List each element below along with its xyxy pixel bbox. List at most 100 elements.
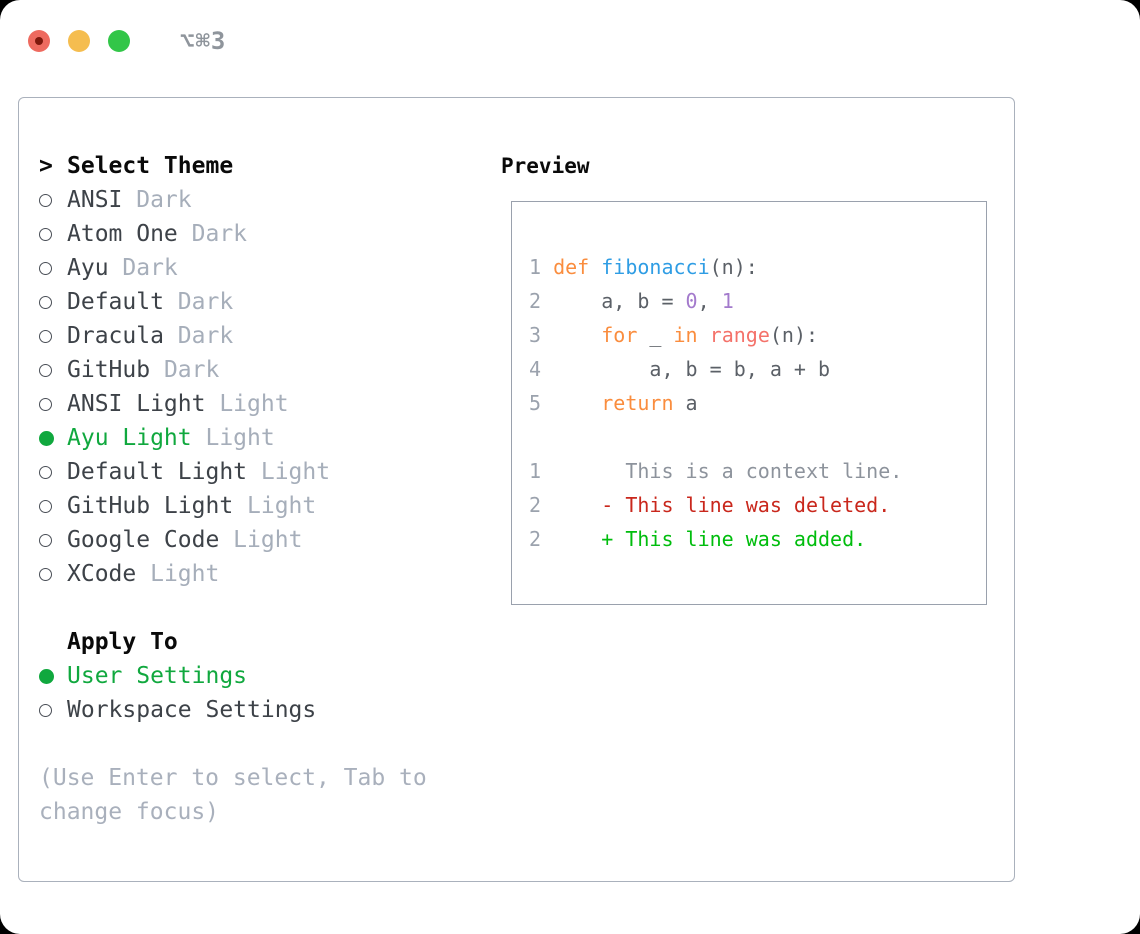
code-token: a, b = b, a + b bbox=[541, 357, 831, 381]
apply-to-header: Apply To bbox=[39, 625, 459, 659]
code-token: a, b = bbox=[541, 289, 686, 313]
theme-variant-tag: Dark bbox=[163, 323, 234, 349]
radio-indicator bbox=[39, 668, 67, 684]
theme-option[interactable]: Default Light Light bbox=[39, 455, 459, 489]
theme-name: XCode bbox=[67, 561, 137, 587]
radio-indicator bbox=[39, 329, 67, 343]
apply-to-label: User Settings bbox=[67, 663, 248, 689]
line-number: 2 bbox=[529, 527, 542, 551]
theme-option[interactable]: Dracula Dark bbox=[39, 319, 459, 353]
radio-indicator bbox=[39, 430, 67, 446]
radio-selected-icon bbox=[39, 668, 54, 684]
radio-indicator bbox=[39, 227, 67, 241]
theme-name: GitHub Light bbox=[67, 493, 234, 519]
theme-option[interactable]: Default Dark bbox=[39, 285, 459, 319]
theme-variant-tag: Light bbox=[136, 561, 220, 587]
diff-text: This is a context line. bbox=[541, 459, 903, 483]
radio-unselected-icon bbox=[39, 329, 52, 343]
theme-option[interactable]: Ayu Light Light bbox=[39, 421, 459, 455]
theme-variant-tag: Light bbox=[247, 459, 331, 485]
code-line: 5 return a bbox=[529, 386, 986, 420]
apply-to-option[interactable]: User Settings bbox=[39, 659, 459, 693]
line-number: 2 bbox=[529, 493, 542, 517]
code-token bbox=[541, 391, 601, 415]
code-token bbox=[698, 323, 710, 347]
code-token bbox=[541, 255, 553, 279]
minimize-button[interactable] bbox=[68, 30, 90, 52]
blank-line bbox=[529, 420, 986, 454]
code-token: 1 bbox=[721, 289, 734, 313]
close-dot-icon bbox=[35, 37, 43, 45]
theme-option[interactable]: Ayu Dark bbox=[39, 251, 459, 285]
code-token: def bbox=[553, 255, 590, 279]
theme-option[interactable]: ANSI Dark bbox=[39, 183, 459, 217]
right-column: Preview 1 def fibonacci(n):2 a, b = 0, 1… bbox=[501, 149, 987, 605]
radio-indicator bbox=[39, 261, 67, 275]
theme-variant-tag: Dark bbox=[163, 289, 234, 315]
select-theme-header: > Select Theme bbox=[39, 149, 459, 183]
apply-to-option[interactable]: Workspace Settings bbox=[39, 693, 459, 727]
code-token: in bbox=[673, 323, 698, 347]
theme-option[interactable]: XCode Light bbox=[39, 557, 459, 591]
code-token: fibonacci bbox=[601, 255, 710, 279]
code-token: 0 bbox=[685, 289, 698, 313]
theme-option[interactable]: GitHub Dark bbox=[39, 353, 459, 387]
radio-indicator bbox=[39, 703, 67, 717]
theme-variant-tag: Light bbox=[233, 493, 317, 519]
theme-variant-tag: Light bbox=[205, 391, 289, 417]
theme-name: ANSI Light bbox=[67, 391, 206, 417]
theme-option[interactable]: Google Code Light bbox=[39, 523, 459, 557]
code-line: 4 a, b = b, a + b bbox=[529, 352, 986, 386]
line-number: 5 bbox=[529, 391, 542, 415]
code-token: return bbox=[601, 391, 674, 415]
select-theme-title: Select Theme bbox=[67, 153, 234, 179]
maximize-button[interactable] bbox=[108, 30, 130, 52]
theme-variant-tag: Dark bbox=[122, 187, 192, 213]
diff-text: - This line was deleted. bbox=[541, 493, 891, 517]
apply-to-label: Workspace Settings bbox=[67, 697, 317, 723]
theme-name: ANSI bbox=[67, 187, 123, 213]
diff-line-ctx: 1 This is a context line. bbox=[529, 454, 986, 488]
theme-option[interactable]: GitHub Light Light bbox=[39, 489, 459, 523]
radio-indicator bbox=[39, 499, 67, 513]
close-button[interactable] bbox=[28, 30, 50, 52]
theme-name: Atom One bbox=[67, 221, 178, 247]
theme-option[interactable]: Atom One Dark bbox=[39, 217, 459, 251]
code-token bbox=[589, 255, 601, 279]
radio-unselected-icon bbox=[39, 567, 52, 581]
theme-variant-tag: Dark bbox=[177, 221, 248, 247]
code-line: 2 a, b = 0, 1 bbox=[529, 284, 986, 318]
line-number: 3 bbox=[529, 323, 542, 347]
radio-unselected-icon bbox=[39, 261, 52, 275]
radio-unselected-icon bbox=[39, 363, 52, 377]
radio-indicator bbox=[39, 533, 67, 547]
radio-unselected-icon bbox=[39, 295, 52, 309]
window-title: ⌥⌘3 bbox=[180, 27, 227, 55]
line-number: 4 bbox=[529, 357, 542, 381]
radio-indicator bbox=[39, 397, 67, 411]
code-token: range bbox=[709, 323, 770, 347]
code-token bbox=[541, 323, 601, 347]
theme-name: Default bbox=[67, 289, 164, 315]
theme-name: Ayu Light bbox=[67, 425, 192, 451]
radio-unselected-icon bbox=[39, 703, 52, 717]
radio-unselected-icon bbox=[39, 397, 52, 411]
line-number: 1 bbox=[529, 459, 542, 483]
radio-indicator bbox=[39, 465, 67, 479]
radio-indicator bbox=[39, 363, 67, 377]
diff-line-del: 2 - This line was deleted. bbox=[529, 488, 986, 522]
radio-indicator bbox=[39, 567, 67, 581]
radio-unselected-icon bbox=[39, 465, 52, 479]
titlebar: ⌥⌘3 bbox=[28, 27, 226, 55]
radio-indicator bbox=[39, 193, 67, 207]
theme-option[interactable]: ANSI Light Light bbox=[39, 387, 459, 421]
theme-variant-tag: Light bbox=[219, 527, 303, 553]
diff-text: + This line was added. bbox=[541, 527, 867, 551]
radio-unselected-icon bbox=[39, 533, 52, 547]
theme-name: Google Code bbox=[67, 527, 220, 553]
spacer bbox=[39, 591, 459, 625]
